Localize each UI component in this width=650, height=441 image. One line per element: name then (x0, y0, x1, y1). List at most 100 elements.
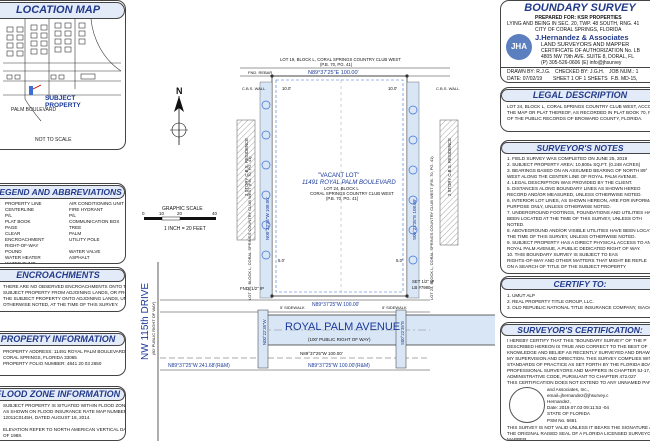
surveyor-note-line: 6. INTERIOR LOT LINES, AS SHOWN HEREON, … (507, 198, 650, 203)
legend-item: P/L (5, 213, 12, 218)
legal-description-text: LOT 24, BLOCK L, CORAL SPRINGS COUNTRY C… (507, 104, 650, 122)
surveyor-note-line: 7. UNDERGROUND FOOTINGS, FOUNDATIONS AND… (507, 210, 650, 215)
encroachment-line: SUBJECT PROPERTY FROM ADJOINING LANDS, O… (3, 290, 126, 295)
surveyor-note-line: 4. LEGAL DESCRIPTION WAS PROVIDED BY THE… (507, 180, 633, 185)
legend-item: FIRE HYDRANT (69, 207, 103, 212)
signature-line: email=jhernandez@jhsurvey.c (547, 393, 609, 398)
certification-line: MY SUPERVISION AND DIRECTION. THIS SURVE… (507, 356, 650, 361)
flood-zone-line: AS SHOWN ON FLOOD INSURANCE RATE MAP NUM… (3, 409, 126, 414)
surveyor-note-line: 3. BEARINGS BASED ON AN ASSUMED BEARING … (507, 168, 648, 173)
scale-tick-20: 20 (177, 211, 183, 216)
location-scale-label: NOT TO SCALE (35, 137, 72, 143)
legend-item: COMMUNICATION BOX (69, 219, 120, 224)
surveyor-note-line: 10. THIS BOUNDARY SURVEY IS SUBJECT TO E… (507, 252, 618, 257)
legal-description-panel: LEGAL DESCRIPTION LOT 24, BLOCK L, CORAL… (500, 87, 650, 132)
signature-line: STATE OF FLORIDA (547, 411, 590, 416)
signature-line: and Associates, Inc., (547, 387, 590, 392)
certify-to-line: 2. REAL PROPERTY TITLE GROUP, LLC. (507, 299, 594, 304)
address-label: 11491 ROYAL PALM BOULEVARD (302, 180, 396, 186)
road-name: ROYAL PALM AVENUE (285, 321, 400, 333)
property-info-line: CORAL SPRINGS, FLORIDA 33065 (3, 355, 77, 360)
north-arrow-icon (170, 96, 188, 145)
road-left-dim: N89°37'25"W 241.68'(R&M) (168, 363, 230, 369)
flood-zone-line: SUBJECT PROPERTY IS SITUATED WITHIN FLOO… (3, 403, 126, 408)
vacant-lot: "VACANT LOT" (318, 173, 359, 179)
scale-tick-40: 40 (212, 211, 218, 216)
scale-tick-0: 0 (142, 211, 145, 216)
north-label: N (176, 86, 183, 96)
legend-item: PROPERTY LINE (5, 201, 42, 206)
road-vert-left: N00°22'35"W (262, 318, 267, 345)
field-book: F.B. MD-15, (611, 76, 638, 82)
certification-footer-line: THIS SURVEY IS NOT VALID UNLESS IT BEARS… (507, 425, 650, 430)
legend-item: ASPHALT (69, 255, 90, 260)
story-left: 2 STORY C.B.S. RESIDENCE (244, 138, 249, 196)
property-info-line: PROPERTY FOLIO NUMBER: 4841 20 03 2650 (3, 361, 102, 366)
legend-item: TREE (69, 225, 82, 230)
road-north-dim: N89°37'25"W 100.00' (300, 351, 343, 356)
legend-item: AIR CONDITIONING UNIT (69, 201, 124, 206)
legend-title: LEGEND AND ABBREVIATIONS (0, 185, 125, 199)
sheet: SHEET 1 OF 1 SHEETS (553, 76, 608, 82)
legend-item: WATER HEATER (5, 255, 41, 260)
bearing-west: N00°22'35"W 108.00' (265, 197, 270, 240)
certify-to-line: 1. UMUT ALP (507, 293, 535, 298)
surveyors-notes-text: 1. FIELD SURVEY WAS COMPLETED ON JUNE 25… (507, 156, 650, 270)
road-vert-right: S00°22'35"E (400, 321, 405, 345)
company-address: 4805 NW 79th AVE. SUITE 8, DORAL, FL (541, 54, 635, 60)
scale-tick-10: 10 (159, 211, 165, 216)
lot-north-ref: (P.B. 70, PG. 41) (320, 62, 353, 67)
legend-item: CENTERLINE (5, 207, 35, 212)
title-block-panel: BOUNDARY SURVEY PREPARED FOR: KSR PROPER… (500, 0, 650, 83)
company-name: J.Hernandez & Associates (535, 33, 629, 42)
property-info-line: PROPERTY ADDRESS: 11491 ROYAL PALM BOULE… (3, 349, 126, 354)
offset-2: 10.0' (388, 86, 397, 91)
flood-zone-panel: FLOOD ZONE INFORMATION SUBJECT PROPERTY … (0, 386, 126, 441)
surveyor-note-line: BEEN LOCATED AT THE TIME OF THIS SURVEY,… (507, 216, 642, 221)
certification-line: THIS CERTIFICATION DOES NOT EXTEND TO AN… (507, 380, 650, 385)
scale-note: 1 INCH = 20 FEET (164, 226, 206, 232)
graphic-scale-title: GRAPHIC SCALE (162, 206, 203, 212)
location-street-label: PALM BOULEVARD (11, 107, 56, 113)
bearing-east: S00°22'35"E 108.00' (412, 199, 417, 240)
certification-line: KNOWLEDGE AND BELIEF AS RECENTLY SURVEYE… (507, 350, 650, 355)
location-map-title: LOCATION MAP (0, 2, 125, 19)
signature-line: Date: 2019.07.03 09:11:53 -04 (547, 405, 609, 410)
date: DATE: 07/02/19 (507, 76, 543, 82)
surveyor-note-line: RECORD AND/OR MEASURED, UNLESS OTHERWISE… (507, 192, 642, 197)
legend-item: P/L (69, 213, 76, 218)
flood-zone-line: OF 1988. (3, 433, 23, 438)
lot-right-label: LOT 23, BLOCK L, CORAL SPRINGS COUNTRY C… (429, 156, 434, 300)
flood-zone-line: 12011C0145H, DATED AUGUST 18, 2014. (3, 415, 91, 420)
job-num: JOB NUM.: 1 (609, 69, 639, 75)
certification-panel: SURVEYOR'S CERTIFICATION: I HEREBY CERTI… (500, 322, 650, 441)
offset-1: 10.0' (282, 86, 291, 91)
certification-title: SURVEYOR'S CERTIFICATION: (501, 324, 650, 336)
nw-drive-sub: (80' PUBLIC RIGHT OF WAY) (151, 301, 156, 355)
sidewalk-right: 5' SIDEWALK (382, 305, 407, 310)
digital-signature-text: and Associates, Inc.,email=jhernandez@jh… (547, 387, 609, 417)
surveyor-note-line: 5. DISTANCES ALONG BOUNDARY LINES AS SHO… (507, 186, 641, 191)
certification-footer-line: THE ORIGINAL RAISED SEAL OF A FLORIDA LI… (507, 431, 650, 436)
surveyor-note-line: WEST ALONG THE CENTER LINE OF ROYAL PALM… (507, 174, 638, 179)
legal-description-line: OF THE PUBLIC RECORDS OF BROWARD COUNTY,… (507, 116, 643, 121)
encroachment-line: THERE ARE NO OBSERVED ENCROACHMENTS ONTO… (3, 284, 126, 289)
surveyor-note-line: 2. SUBJECT PROPERTY AREA: 10,800± SQ.FT.… (507, 162, 641, 167)
lying-line: LYING AND BEING IN SEC. 20, TWP. 48 SOUT… (507, 21, 640, 27)
signature-seal (509, 387, 545, 423)
certification-line: PROFESSIONAL SURVEYORS AND MAPPERS IN CH… (507, 368, 650, 373)
legal-description-line: THE MAP OR PLAT THEREOF, AS RECORDED IN … (507, 110, 650, 115)
legend-item: UTILITY POLE (69, 237, 100, 242)
fnd-south: FND. 1/2" IP (240, 286, 264, 291)
surveyors-notes-title: SURVEYOR'S NOTES (501, 142, 650, 154)
set-pin: SET 1/2" IP (412, 279, 434, 284)
property-info-text: PROPERTY ADDRESS: 11491 ROYAL PALM BOULE… (3, 349, 126, 367)
certification-line: STANDARDS OF PRACTICE AS SET FORTH BY TH… (507, 362, 650, 367)
psm-number: PSM No. 6661 (547, 418, 577, 423)
company-cert: CERTIFICATE OF AUTHORIZATION No. LB (541, 48, 640, 54)
location-map-drawing: PALM BOULEVARD NOT TO SCALE (3, 19, 122, 143)
lb-no: LB #7980 (412, 285, 431, 290)
